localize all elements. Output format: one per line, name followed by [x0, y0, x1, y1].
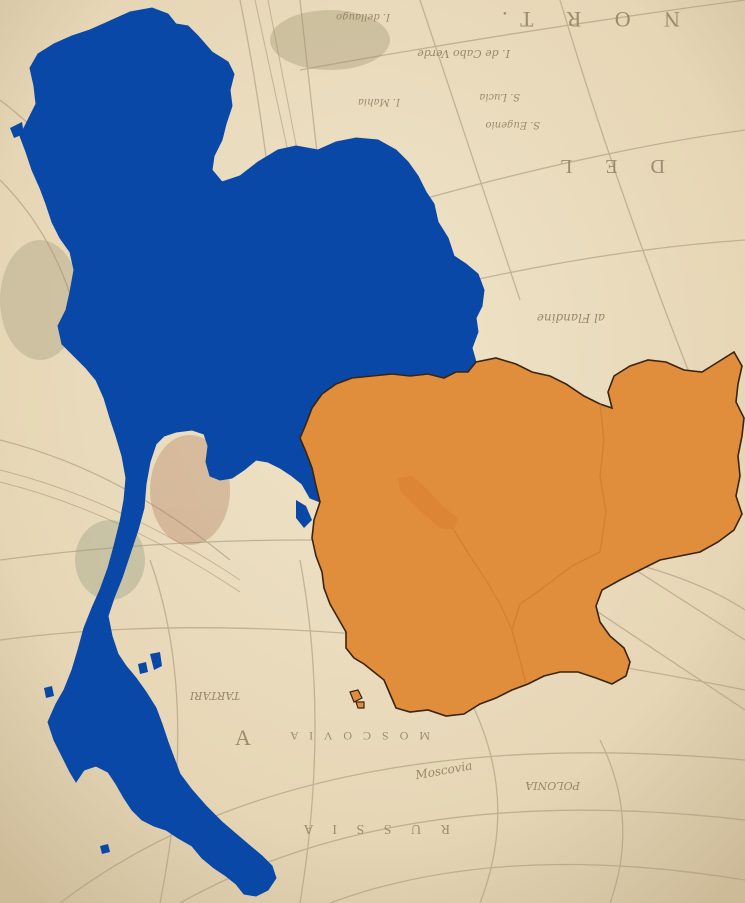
cambodia-island-1[interactable]: [349, 689, 363, 703]
cambodia-island-2[interactable]: [355, 701, 365, 709]
label-del: D E L: [546, 155, 665, 177]
cambodia-tonle-sap-lake: [398, 476, 458, 530]
label-al-flandine: al Flandine: [537, 311, 605, 325]
thailand-island-4[interactable]: [138, 662, 148, 674]
country-cambodia[interactable]: [299, 350, 745, 717]
label-russia: R U S S I A: [295, 821, 450, 836]
country-thailand[interactable]: [10, 7, 485, 897]
cambodia-tonle-sap-river: [453, 529, 513, 631]
cambodia-mekong-river: [511, 403, 607, 685]
background-labels: N O R T. D E L I. de Cabo Verde S. Lucia…: [189, 7, 680, 836]
label-a: A: [235, 725, 251, 750]
label-moscovia-caps: M O S C O V I A: [286, 729, 430, 743]
label-nort: N O R T.: [488, 7, 680, 32]
thailand-island-2[interactable]: [284, 426, 294, 438]
thailand-island-5[interactable]: [44, 686, 54, 698]
label-s-eugenio: S. Eugenio: [485, 119, 540, 130]
label-dellaugo: I. dellaugo: [336, 11, 391, 22]
thailand-island-3[interactable]: [150, 652, 162, 670]
label-mahia: I. Mahia: [358, 96, 401, 107]
label-cabo-verde: I. de Cabo Verde: [417, 47, 511, 60]
thailand-island-1[interactable]: [296, 500, 312, 528]
label-s-lucia: S. Lucia: [479, 91, 520, 102]
label-tartari: TARTARI: [189, 689, 240, 702]
thailand-island-6[interactable]: [100, 844, 110, 854]
label-polonia: POLONIA: [525, 779, 581, 792]
cambodia-mainland[interactable]: [299, 350, 745, 717]
thailand-island-7[interactable]: [10, 122, 24, 138]
thailand-mainland[interactable]: [19, 7, 485, 897]
